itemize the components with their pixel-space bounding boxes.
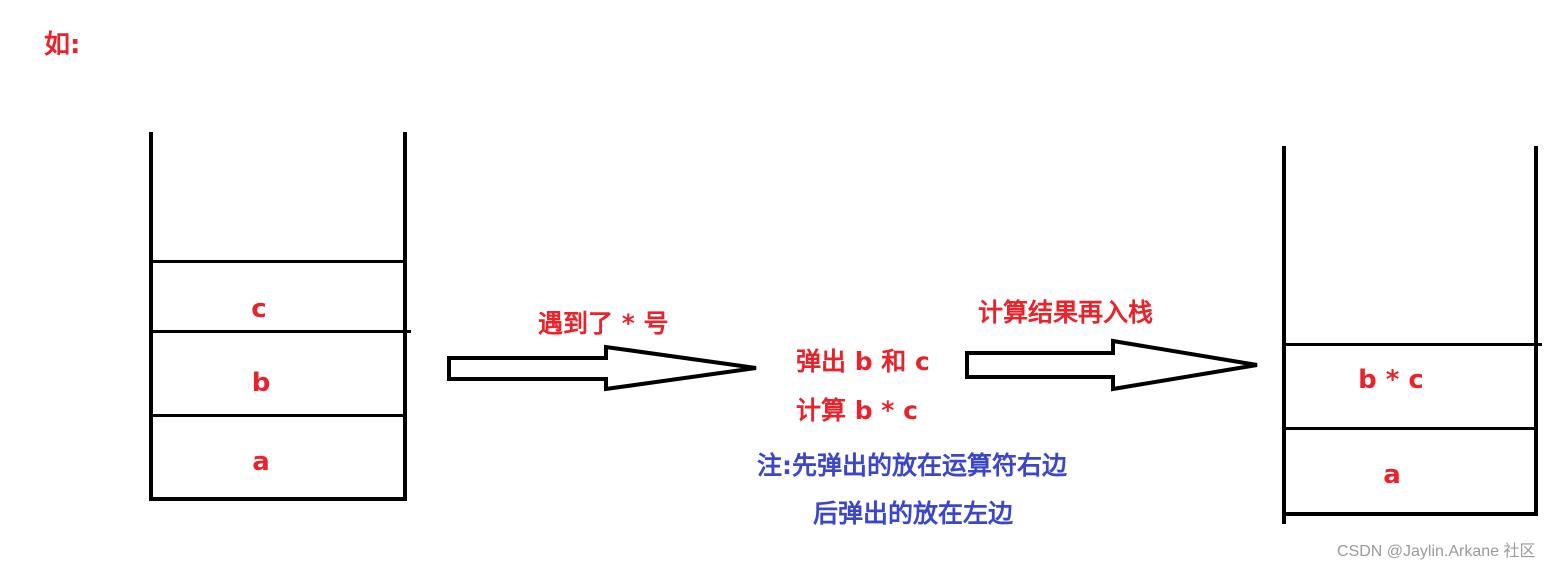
pop-text: 弹出 b 和 c — [796, 347, 930, 376]
compute-text: 计算 b * c — [796, 396, 918, 425]
watermark: CSDN @Jaylin.Arkane 社区 — [1337, 543, 1536, 560]
note-line-2: 后弹出的放在左边 — [813, 499, 1014, 528]
arrow-2-label: 计算结果再入栈 — [978, 298, 1154, 327]
stack-cell-b: b — [251, 368, 271, 398]
left-stack-right-wall — [403, 132, 407, 501]
right-stack-bottom — [1282, 512, 1538, 516]
stack-cell-a: a — [252, 447, 270, 477]
right-stack-left-wall — [1282, 146, 1286, 524]
right-stack-divider — [1282, 343, 1542, 346]
stack-cell-b-times-c: b * c — [1358, 365, 1424, 395]
right-stack-divider — [1282, 427, 1538, 430]
note-line-1: 注:先弹出的放在运算符右边 — [757, 451, 1067, 480]
arrow-1-label: 遇到了 * 号 — [538, 309, 669, 338]
right-stack-right-wall — [1534, 146, 1538, 516]
heading: 如: — [44, 30, 81, 60]
left-stack-divider — [149, 330, 411, 333]
stack-cell-c: c — [251, 294, 267, 324]
left-stack-divider — [149, 414, 407, 417]
left-stack-bottom — [149, 497, 407, 501]
left-stack-divider — [149, 260, 407, 263]
left-stack-left-wall — [149, 132, 153, 501]
stack-cell-a: a — [1383, 460, 1401, 490]
